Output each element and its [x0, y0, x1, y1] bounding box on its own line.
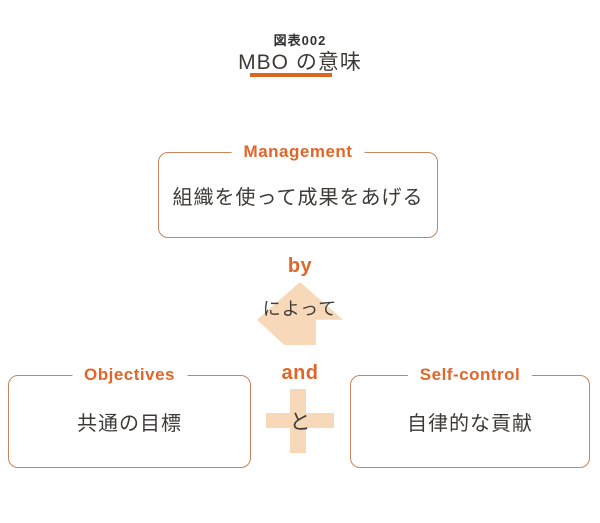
by-label: by	[287, 255, 313, 277]
management-box-title: Management	[231, 142, 365, 162]
and-label: and	[281, 362, 319, 384]
figure-number-label: 図表002	[273, 33, 327, 48]
self-control-box: Self-control 自律的な貢献	[350, 365, 590, 468]
objectives-box-title: Objectives	[72, 365, 187, 385]
objectives-box: Objectives 共通の目標	[8, 365, 251, 468]
by-caption-ja: によって	[262, 299, 338, 319]
self-control-box-title: Self-control	[407, 365, 533, 385]
and-caption-ja: と	[289, 411, 311, 434]
management-box-body: 組織を使って成果をあげる	[172, 186, 424, 209]
title-underline	[250, 73, 332, 77]
plus-icon	[266, 389, 334, 453]
self-control-box-body: 自律的な貢献	[407, 413, 533, 435]
objectives-box-body: 共通の目標	[77, 413, 182, 435]
management-box: Management 組織を使って成果をあげる	[158, 142, 438, 238]
page-title: MBO の意味	[238, 51, 362, 74]
